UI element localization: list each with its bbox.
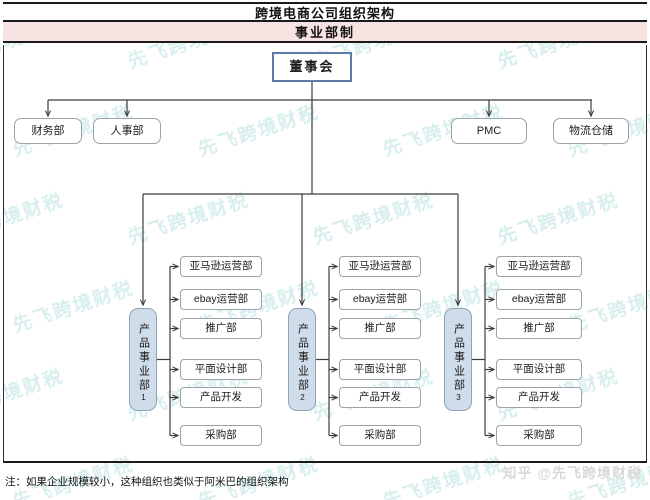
finance-department[interactable]: 财务部: [14, 118, 82, 144]
node-label: 采购部: [205, 429, 237, 442]
division-number: 1: [139, 392, 148, 402]
node-label: 平面设计部: [194, 363, 248, 376]
product-division-2-ebay-operations[interactable]: ebay运营部: [339, 289, 421, 310]
chart-title-bar: 跨境电商公司组织架构: [3, 2, 647, 22]
node-label: ebay运营部: [193, 293, 249, 306]
node-label: 产品开发: [359, 391, 401, 404]
node-label: 产品事业部: [452, 322, 465, 393]
node-label: 产品开发: [200, 391, 242, 404]
board-of-directors[interactable]: 董事会: [272, 52, 352, 82]
logistics-warehouse-department[interactable]: 物流仓储: [553, 118, 629, 144]
node-label: 物流仓储: [569, 124, 613, 137]
node-label: 亚马逊运营部: [507, 260, 571, 273]
node-label: 采购部: [364, 429, 396, 442]
product-division-1-ebay-operations[interactable]: ebay运营部: [180, 289, 262, 310]
node-label: 推广部: [364, 322, 396, 335]
node-label: 平面设计部: [512, 363, 566, 376]
footnote: 注：如果企业规模较小，这种组织也类似于阿米巴的组织架构: [5, 476, 289, 488]
node-label: 平面设计部: [353, 363, 407, 376]
product-division-3-purchasing-department[interactable]: 采购部: [496, 425, 582, 446]
node-label: 亚马逊运营部: [189, 260, 253, 273]
chart-frame: [3, 45, 647, 463]
node-label: ebay运营部: [511, 293, 567, 306]
pmc-department[interactable]: PMC: [451, 118, 527, 144]
node-label: 推广部: [523, 322, 555, 335]
node-label: 采购部: [523, 429, 555, 442]
product-division-2-purchasing-department[interactable]: 采购部: [339, 425, 421, 446]
node-label: 财务部: [31, 124, 65, 137]
chart-subtitle: 事业部制: [294, 25, 355, 40]
node-label: ebay运营部: [352, 293, 408, 306]
division-number: 2: [298, 392, 307, 402]
product-division-2-promotion-department[interactable]: 推广部: [339, 318, 421, 339]
product-division-3-promotion-department[interactable]: 推广部: [496, 318, 582, 339]
product-division-2-graphic-design-department[interactable]: 平面设计部: [339, 359, 421, 380]
product-division-3-graphic-design-department[interactable]: 平面设计部: [496, 359, 582, 380]
node-label: 产品事业部: [137, 322, 150, 393]
node-label: 人事部: [110, 124, 144, 137]
product-division-1-graphic-design-department[interactable]: 平面设计部: [180, 359, 262, 380]
chart-subtitle-bar: 事业部制: [3, 22, 647, 43]
node-label: 推广部: [205, 322, 237, 335]
product-division-1-amazon-operations[interactable]: 亚马逊运营部: [180, 256, 262, 277]
division-number: 3: [454, 392, 463, 402]
node-label: PMC: [476, 124, 502, 137]
product-division-1-product-development[interactable]: 产品开发: [180, 387, 262, 408]
node-label: 产品事业部: [296, 322, 309, 393]
product-division-1-purchasing-department[interactable]: 采购部: [180, 425, 262, 446]
product-division-2-amazon-operations[interactable]: 亚马逊运营部: [339, 256, 421, 277]
product-division-3-ebay-operations[interactable]: ebay运营部: [496, 289, 582, 310]
node-label: 产品开发: [518, 391, 560, 404]
chart-title: 跨境电商公司组织架构: [254, 5, 395, 21]
product-division-3-product-development[interactable]: 产品开发: [496, 387, 582, 408]
hr-department[interactable]: 人事部: [93, 118, 161, 144]
product-division-3-amazon-operations[interactable]: 亚马逊运营部: [496, 256, 582, 277]
zhihu-watermark: 知乎 @先飞跨境财税: [502, 465, 642, 481]
node-label: 亚马逊运营部: [348, 260, 412, 273]
product-division-1-promotion-department[interactable]: 推广部: [180, 318, 262, 339]
product-division-2-product-development[interactable]: 产品开发: [339, 387, 421, 408]
node-label: 董事会: [289, 58, 335, 74]
